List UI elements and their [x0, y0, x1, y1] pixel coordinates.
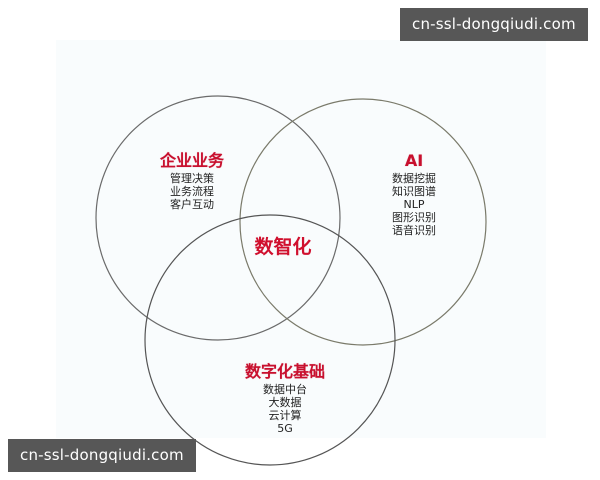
set-business-title: 企业业务	[159, 151, 225, 170]
watermark-top-right: cn-ssl-dongqiudi.com	[400, 8, 588, 41]
set-item: 业务流程	[169, 185, 214, 198]
watermark-bottom-left: cn-ssl-dongqiudi.com	[8, 439, 196, 472]
set-item: 大数据	[268, 396, 302, 409]
set-item: NLP	[403, 198, 425, 211]
set-item: 管理决策	[169, 172, 214, 185]
set-item: 数据挖掘	[392, 172, 436, 185]
circle-digital-foundation	[144, 214, 396, 466]
set-item: 数据中台	[262, 383, 307, 396]
set-item: 5G	[277, 422, 293, 435]
set-item: 客户互动	[169, 198, 214, 211]
diagram-canvas	[56, 40, 546, 438]
set-item: 语音识别	[392, 224, 436, 237]
center-title: 数智化	[254, 236, 312, 258]
set-digital-foundation-title: 数字化基础	[244, 362, 326, 381]
set-item: 知识图谱	[392, 185, 436, 198]
set-business: 企业业务 管理决策 业务流程 客户互动	[159, 151, 225, 212]
set-digital-foundation: 数字化基础 数据中台 大数据 云计算 5G	[244, 362, 326, 436]
set-item: 云计算	[268, 409, 302, 422]
set-ai: AI 数据挖掘 知识图谱 NLP 图形识别 语音识别	[392, 151, 436, 238]
set-ai-title: AI	[404, 151, 424, 170]
set-item: 图形识别	[392, 211, 436, 224]
center-label: 数智化	[254, 238, 311, 257]
circle-ai	[239, 98, 487, 346]
circle-business	[95, 95, 341, 341]
